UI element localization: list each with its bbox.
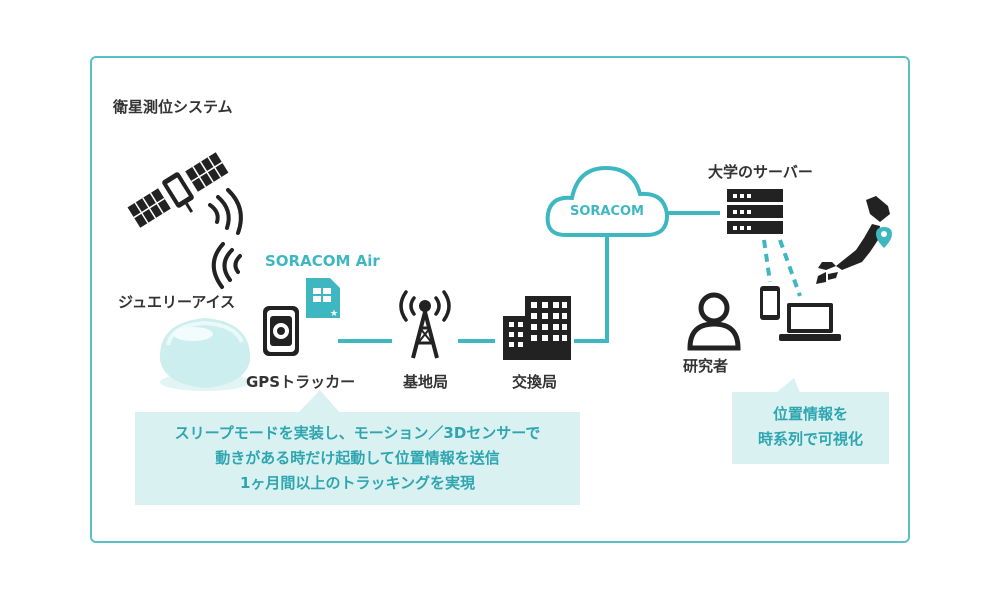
callout-tail-left: [298, 390, 340, 413]
ice-jewel-icon: [159, 318, 251, 391]
soracom-air-label: SORACOM Air: [265, 252, 380, 270]
researcher-label: 研究者: [683, 357, 729, 375]
map-pin-icon: [876, 227, 892, 248]
signal-waves-icon: [208, 188, 243, 289]
callout-feature: スリープモードを実装し、モーション／3Dセンサーで 動きがある時だけ起動して位置…: [135, 412, 580, 505]
callout-line: 時系列で可視化: [757, 430, 863, 448]
smartphone-icon: [760, 286, 780, 320]
sim-card-icon: ★: [306, 278, 340, 319]
laptop-icon: [779, 303, 841, 341]
diagram-frame: [90, 56, 910, 543]
callout-line: 位置情報を: [772, 405, 848, 423]
satellite-icon: [127, 152, 229, 228]
university-server-label: 大学のサーバー: [708, 163, 813, 181]
callout-tail-right: [776, 378, 800, 393]
jewelry-ice-label: ジュエリーアイス: [118, 293, 236, 311]
satellite-label: 衛星測位システム: [113, 98, 233, 116]
cloud-icon: [545, 165, 670, 237]
callout-line: スリープモードを実装し、モーション／3Dセンサーで: [174, 424, 541, 442]
callout-line: 1ヶ月間以上のトラッキングを実現: [240, 474, 475, 492]
person-icon: [687, 292, 741, 351]
japan-map-icon: [816, 196, 890, 284]
exchange-label: 交換局: [512, 373, 558, 391]
svg-text:★: ★: [330, 309, 338, 319]
building-icon: [503, 296, 571, 360]
gps-tracker-icon: [263, 306, 299, 356]
callout-line: 動きがある時だけ起動して位置情報を送信: [215, 449, 500, 467]
callout-visualization: 位置情報を 時系列で可視化: [732, 392, 889, 464]
cell-tower-icon: [399, 290, 451, 359]
server-icon: [727, 189, 783, 234]
data-link: [762, 239, 802, 297]
network-connector: [338, 211, 720, 343]
cloud-label: SORACOM: [569, 204, 644, 219]
base-station-label: 基地局: [403, 373, 449, 391]
gps-tracker-label: GPSトラッカー: [246, 373, 356, 391]
